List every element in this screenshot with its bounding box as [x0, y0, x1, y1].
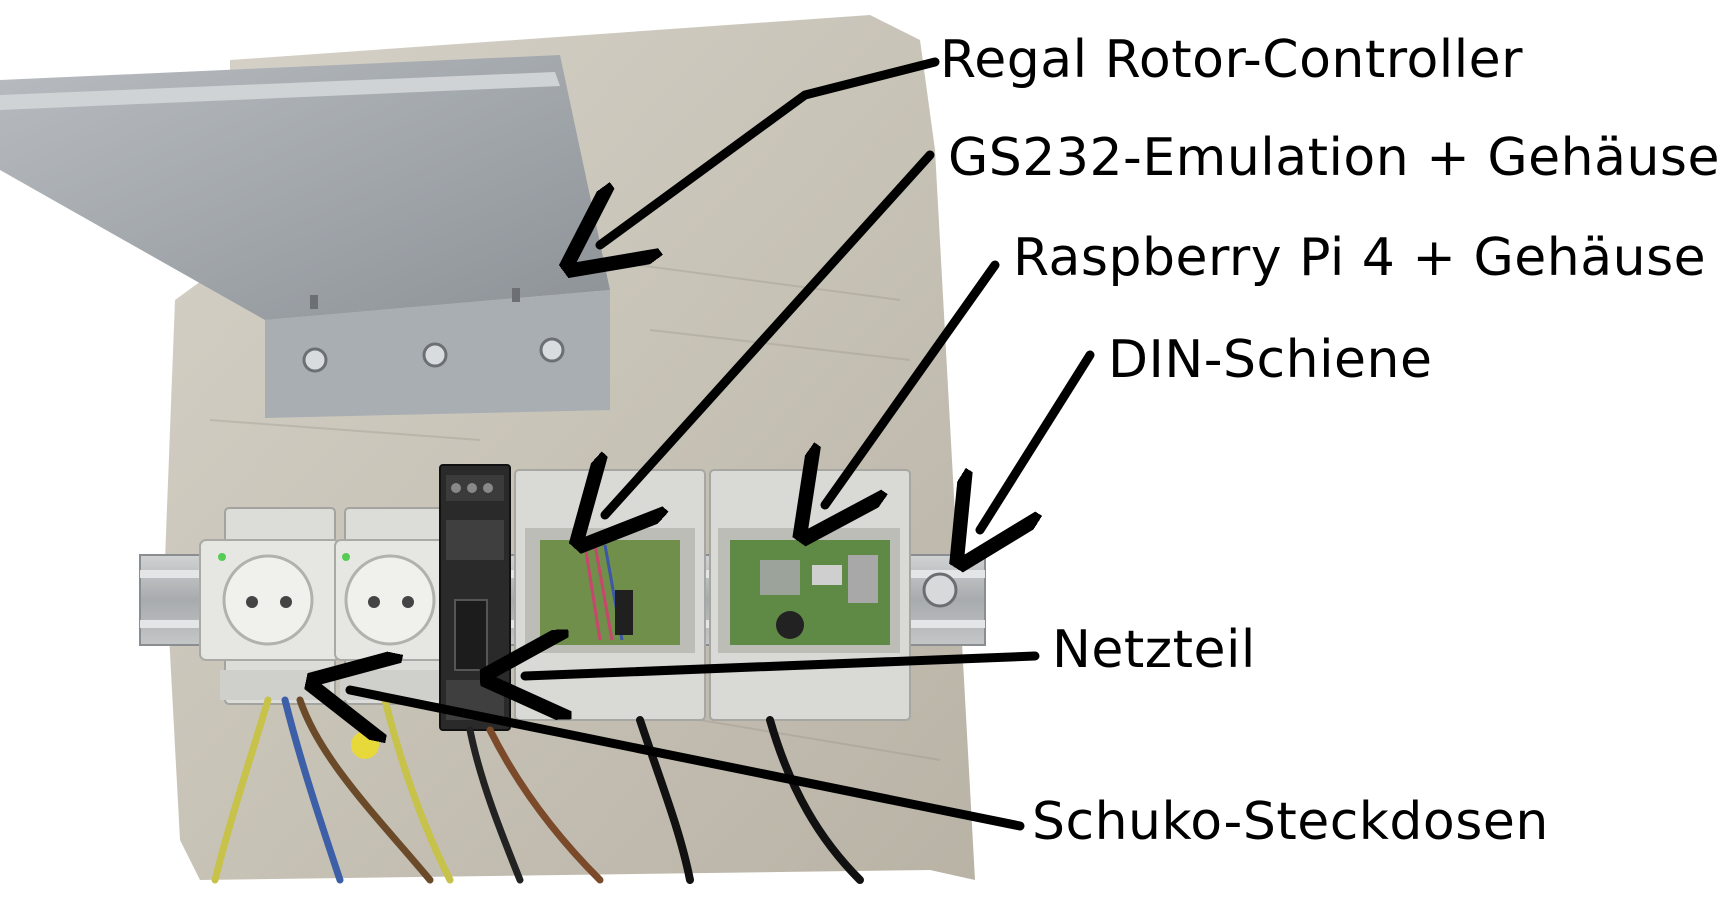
angle-bracket [0, 55, 610, 418]
bracket-screw-1 [302, 347, 328, 373]
raspberry-pi-enclosure [709, 469, 911, 721]
annotation-arrows [350, 57, 1095, 831]
label-raspberry-pi: Raspberry Pi 4 + Gehäuse [1013, 228, 1707, 288]
arrow-regal [600, 57, 940, 245]
rail-screw [922, 572, 958, 608]
bracket-screw-2 [422, 342, 448, 368]
arrow-gs232 [605, 150, 935, 515]
arrow-schuko [350, 690, 1025, 831]
label-netzteil: Netzteil [1052, 620, 1256, 680]
arrow-rpi [825, 260, 1000, 505]
schuko-socket-2 [334, 507, 454, 705]
ground-symbol [351, 731, 379, 759]
arrow-din [980, 350, 1095, 530]
label-din-schiene: DIN-Schiene [1108, 330, 1433, 390]
label-gs232-emulation: GS232-Emulation + Gehäuse [948, 128, 1720, 188]
power-supply [439, 464, 511, 731]
bracket-screw-3 [539, 337, 565, 363]
arrow-netzteil [525, 656, 1040, 676]
label-schuko-steckdosen: Schuko-Steckdosen [1032, 792, 1549, 852]
label-regal-rotor-controller: Regal Rotor-Controller [940, 30, 1524, 90]
